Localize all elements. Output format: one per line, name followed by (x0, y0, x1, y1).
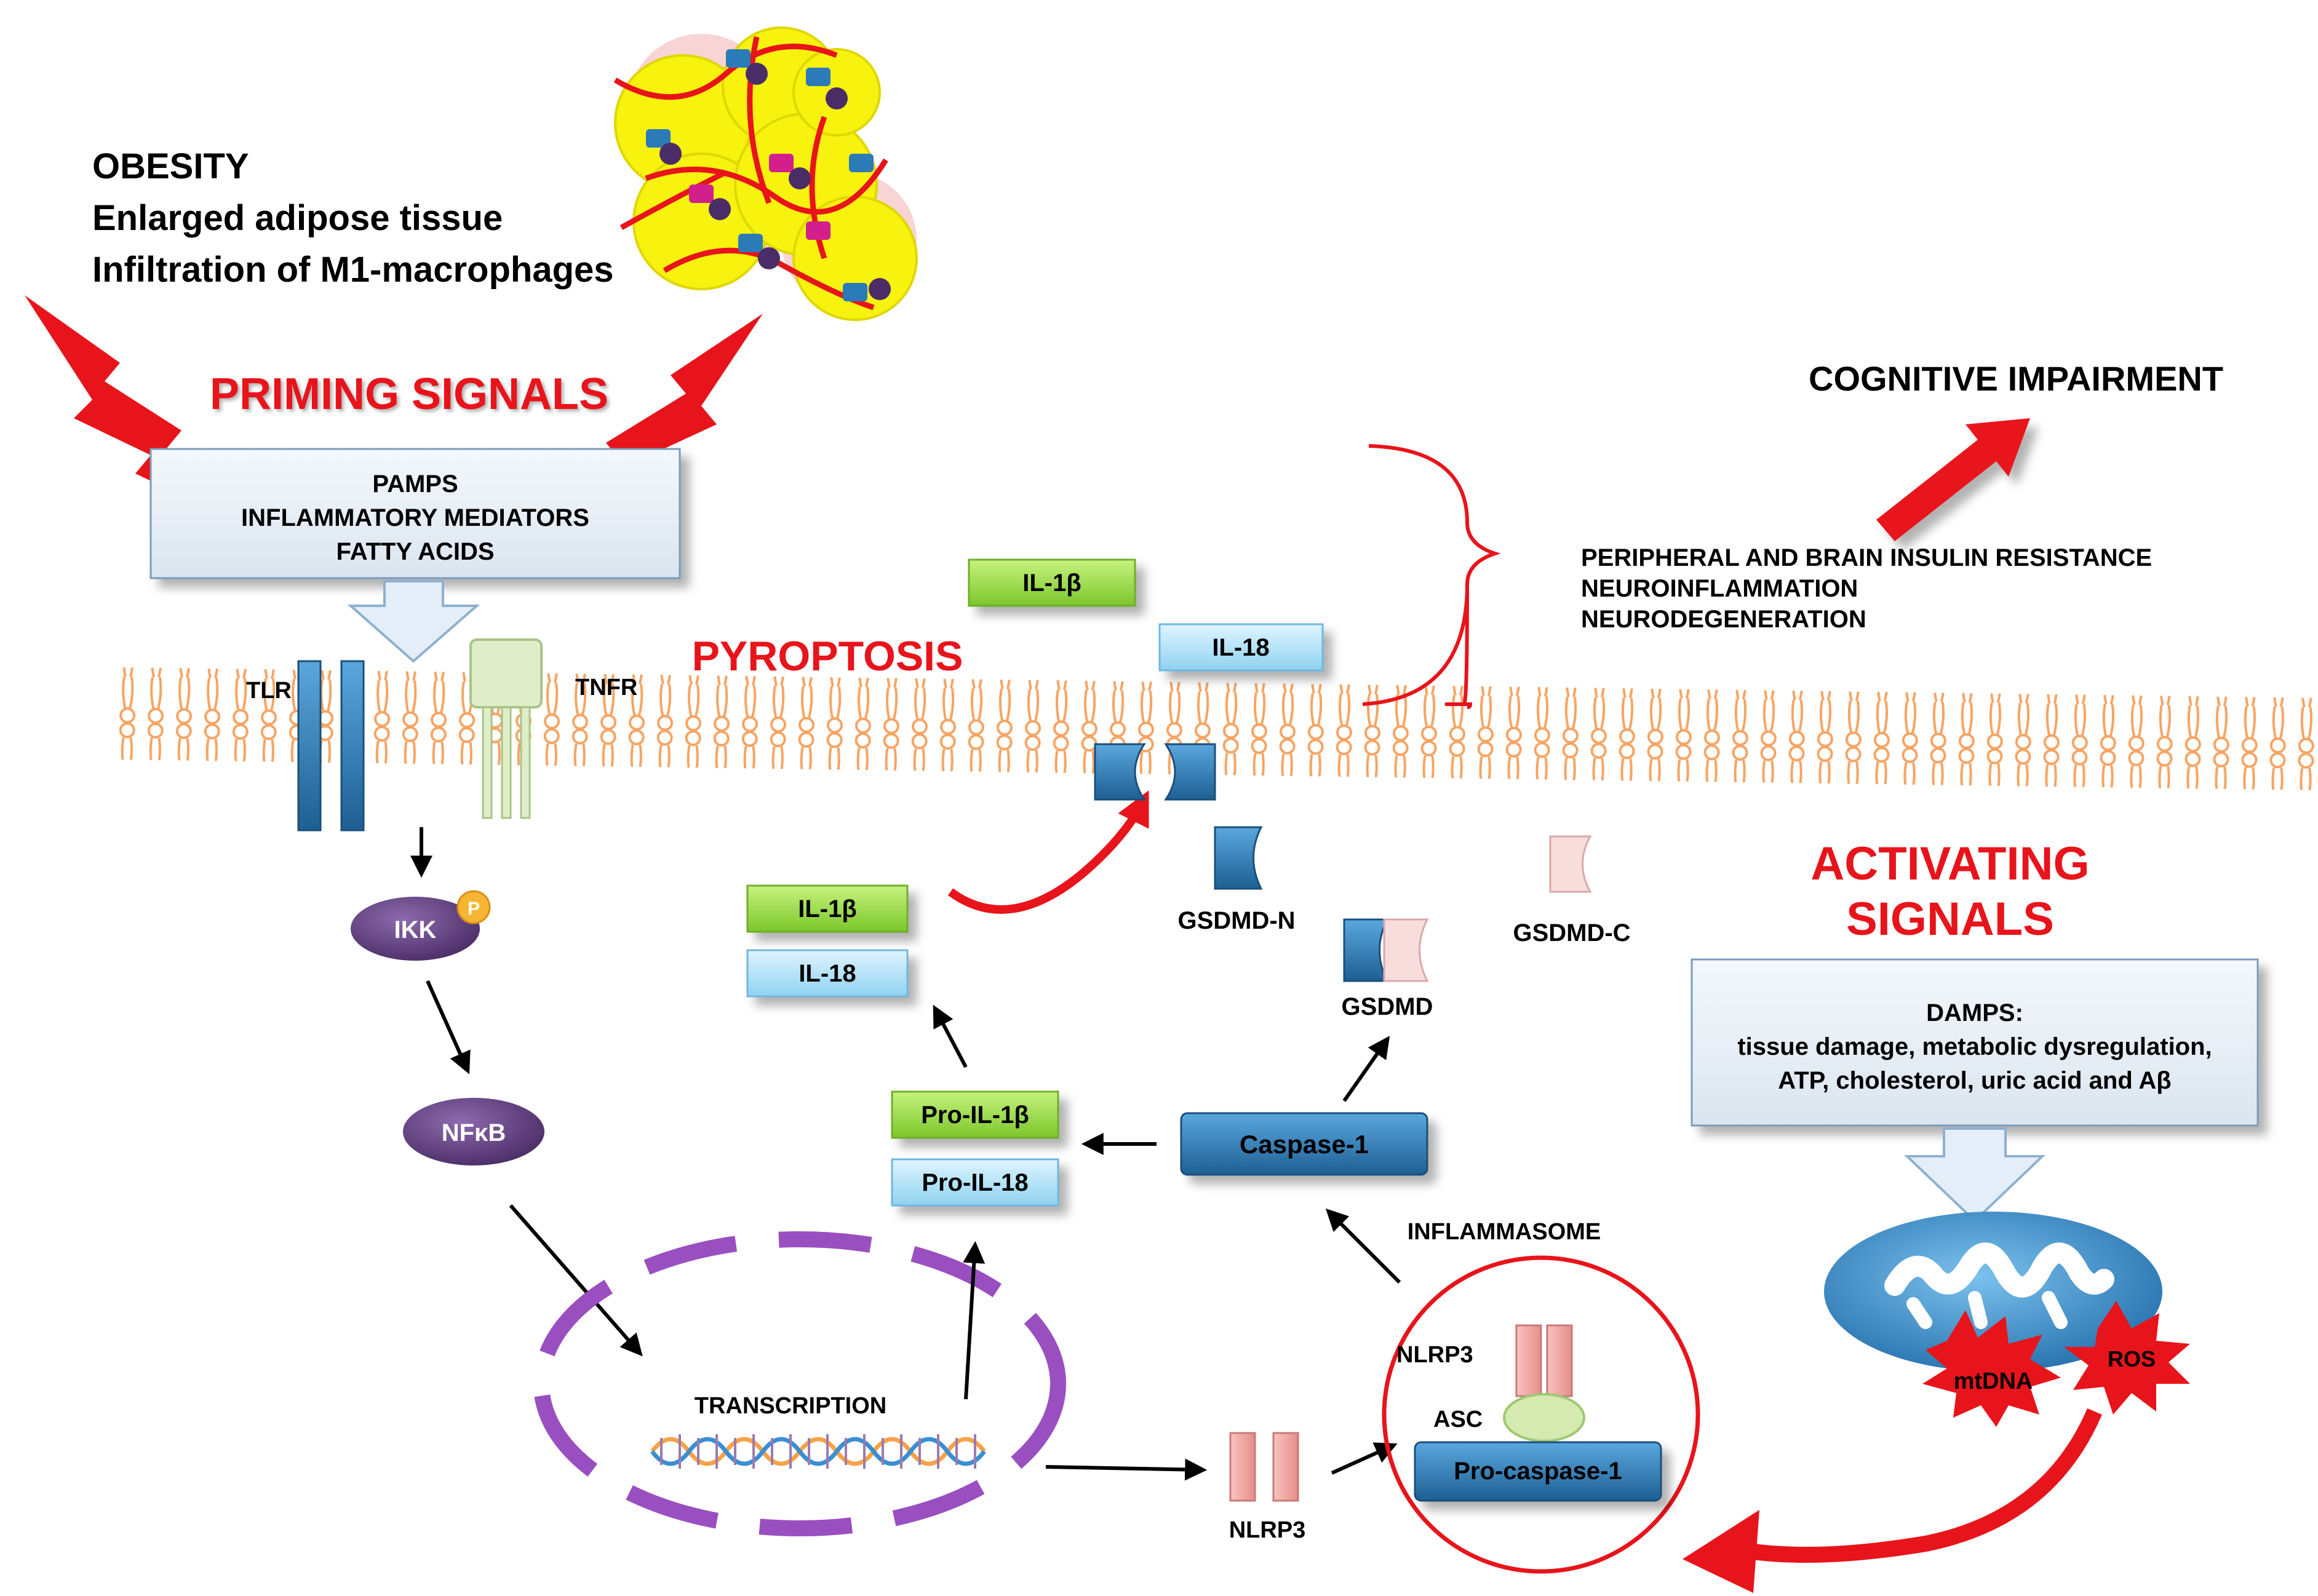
il18-inner-label: IL-18 (799, 960, 856, 987)
il1b-outer-box (968, 558, 1136, 607)
gsdmd-n-label: GSDMD-N (1177, 907, 1295, 934)
pro-il1b-box (891, 1090, 1059, 1139)
activating-box-line3: ATP, cholesterol, uric acid and Aβ (1778, 1067, 2171, 1094)
caspase1-label: Caspase-1 (1240, 1130, 1369, 1159)
arrow-ikk-nfkb (426, 980, 471, 1074)
ikk-node (351, 890, 491, 961)
nfkb-label: NFκB (442, 1119, 506, 1146)
tnfr-receptor (469, 638, 543, 819)
gsdmd-c-label: GSDMD-C (1513, 919, 1630, 947)
gsdmd-full (1343, 918, 1429, 982)
priming-signals-title: PRIMING SIGNALS (210, 370, 608, 419)
adipose-tissue-illustration (613, 26, 918, 321)
procaspase-box (1414, 1441, 1662, 1502)
pro-il18-box (891, 1158, 1059, 1207)
arrow-inflammasome-caspase (1325, 1208, 1401, 1284)
arrow-nfkb-transcription (509, 1204, 643, 1357)
inflammasome-title: INFLAMMASOME (1408, 1219, 1601, 1245)
procaspase-label: Pro-caspase-1 (1454, 1458, 1622, 1485)
ros-label: ROS (2108, 1346, 2156, 1372)
tnfr-label: TNFR (575, 675, 637, 701)
arrow-transcription-nlrp3 (1045, 1458, 1208, 1481)
priming-down-arrow-icon (347, 580, 480, 663)
priming-box-line3: FATTY ACIDS (336, 538, 494, 565)
il1b-inner-box (746, 884, 909, 933)
activating-title-line1: ACTIVATING (1810, 838, 2089, 890)
inflammasome-circle (1382, 1255, 1700, 1574)
activating-box-line1: DAMPS: (1926, 999, 2023, 1026)
arrow-prointerleukins-interleukins (933, 1004, 968, 1068)
cell-membrane (116, 667, 2318, 790)
outcome-line3: NEURODEGENERATION (1581, 606, 1866, 633)
priming-box-line1: PAMPS (372, 470, 458, 498)
lightning-bolt-left-icon (25, 295, 252, 529)
il18-outer-label: IL-18 (1212, 634, 1269, 661)
outcome-line2: NEUROINFLAMMATION (1581, 575, 1858, 602)
arrow-mito-inflammasome (1739, 1408, 2102, 1563)
arrow-interleukins-pore (947, 790, 1149, 914)
activating-down-arrow-icon (1904, 1127, 2045, 1223)
obesity-line3: Infiltration of M1-macrophages (92, 250, 614, 290)
cognitive-impairment-title: COGNITIVE IMPAIRMENT (1809, 359, 2223, 398)
mtdna-label: mtDNA (1954, 1368, 2033, 1394)
outcome-line1: PERIPHERAL AND BRAIN INSULIN RESISTANCE (1581, 544, 2152, 571)
gsdmd-label: GSDMD (1342, 993, 1433, 1020)
activating-title-line2: SIGNALS (1846, 893, 2054, 945)
caspase1-box (1180, 1112, 1428, 1176)
nlrp3-free (1229, 1432, 1299, 1502)
il18-outer-box (1158, 623, 1324, 672)
gsdmd-c-fragment (1549, 835, 1592, 893)
gsdmd-n-fragment (1214, 826, 1263, 890)
cognitive-impairment-arrow-icon (1876, 418, 2030, 541)
inflammasome-nlrp3 (1515, 1324, 1573, 1397)
ikk-label: IKK (394, 916, 437, 943)
priming-box-line2: INFLAMMATORY MEDIATORS (241, 504, 589, 531)
tlr-label: TLR (246, 678, 292, 704)
lightning-bolt-right-icon (535, 314, 763, 535)
ros-burst-icon (2064, 1301, 2190, 1415)
mitochondrion-icon (1824, 1212, 2162, 1372)
activating-box-line2: tissue damage, metabolic dysregulation, (1737, 1033, 2212, 1060)
asc-node (1503, 1393, 1585, 1442)
arrow-transcription-prointerleukins (963, 1241, 986, 1400)
obesity-text: OBESITY Enlarged adipose tissue Infiltra… (92, 146, 614, 290)
obesity-line2: Enlarged adipose tissue (92, 198, 503, 238)
il1b-inner-label: IL-1β (798, 895, 857, 923)
asc-label: ASC (1433, 1407, 1483, 1432)
pyroptosis-title: PYROPTOSIS (692, 633, 963, 680)
gsdmd-pore (1094, 743, 1216, 801)
arrow-nlrp3-inflammasome (1331, 1442, 1398, 1475)
pro-il18-label: Pro-IL-18 (922, 1169, 1028, 1196)
arrow-mito-inflammasome-head-icon (1683, 1510, 1759, 1593)
phospho-label: P (468, 899, 480, 919)
nfkb-node (403, 1098, 544, 1165)
pro-il1b-label: Pro-IL-1β (921, 1102, 1029, 1129)
il1b-outer-label: IL-1β (1022, 570, 1081, 597)
dna-helix-icon (650, 1434, 986, 1469)
nucleus-envelope (533, 1231, 1066, 1536)
inflammasome-nlrp3-label: NLRP3 (1396, 1342, 1473, 1368)
obesity-line1: OBESITY (92, 146, 249, 186)
il18-inner-box (746, 949, 909, 998)
arrow-caspase-gsdmd (1342, 1036, 1390, 1102)
outcome-brace (1362, 444, 1501, 709)
tlr-receptor (297, 660, 365, 832)
mtdna-burst-icon (1922, 1310, 2061, 1427)
activating-signals-box (1691, 958, 2259, 1127)
priming-signals-box (149, 448, 681, 579)
nlrp3-free-label: NLRP3 (1229, 1517, 1306, 1543)
transcription-label: TRANSCRIPTION (695, 1393, 886, 1419)
